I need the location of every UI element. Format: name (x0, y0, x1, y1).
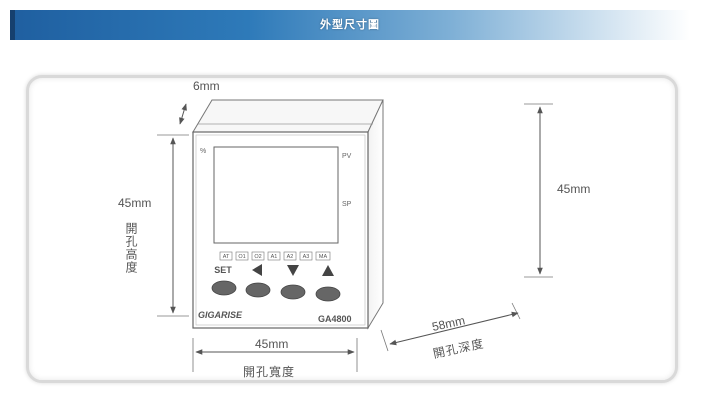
down-key (280, 284, 306, 300)
bezel-depth-arrow (179, 103, 187, 125)
left-key (245, 282, 271, 298)
depth-value: 58mm (431, 313, 467, 334)
indicator-a3: A3 (303, 254, 310, 260)
pv-label: PV (342, 153, 352, 160)
set-key (211, 280, 237, 296)
device-side-face (367, 99, 384, 330)
cutout-width-value: 45mm (255, 337, 288, 351)
indicator-ma: MA (319, 254, 328, 260)
model-label: GA4800 (318, 314, 352, 324)
cutout-height-value: 45mm (118, 196, 151, 210)
down-arrow-icon (287, 265, 299, 276)
cutout-height-label: 開孔高度 (124, 222, 138, 274)
indicator-at: AT (223, 254, 230, 260)
indicator-a2: A2 (287, 254, 294, 260)
up-key (315, 286, 341, 302)
bezel-depth-value: 6mm (193, 79, 220, 93)
percent-label: % (200, 148, 206, 155)
depth-ext-front (380, 329, 389, 352)
sp-label: SP (342, 201, 352, 208)
device-front-inner (195, 134, 366, 326)
depth-label: 開孔深度 (432, 335, 486, 360)
brand-logo: GIGARISE (198, 310, 243, 320)
indicator-o2: O2 (254, 254, 261, 260)
up-arrow-icon (322, 265, 334, 276)
display-window (213, 146, 339, 244)
indicator-a1: A1 (271, 254, 278, 260)
indicator-row: AT O1 O2 A1 A2 A3 MA (219, 251, 331, 261)
depth-ext-back (511, 302, 521, 320)
indicator-o1: O1 (238, 254, 245, 260)
section-title: 外型尺寸圖 (320, 19, 380, 31)
section-header: 外型尺寸圖 (10, 10, 690, 40)
set-label: SET (214, 265, 232, 275)
left-arrow-icon (252, 264, 262, 276)
depth-arrow (389, 311, 519, 346)
cutout-width-label: 開孔寬度 (243, 364, 295, 379)
device-top-face (192, 99, 384, 133)
body-height-value: 45mm (557, 182, 590, 196)
